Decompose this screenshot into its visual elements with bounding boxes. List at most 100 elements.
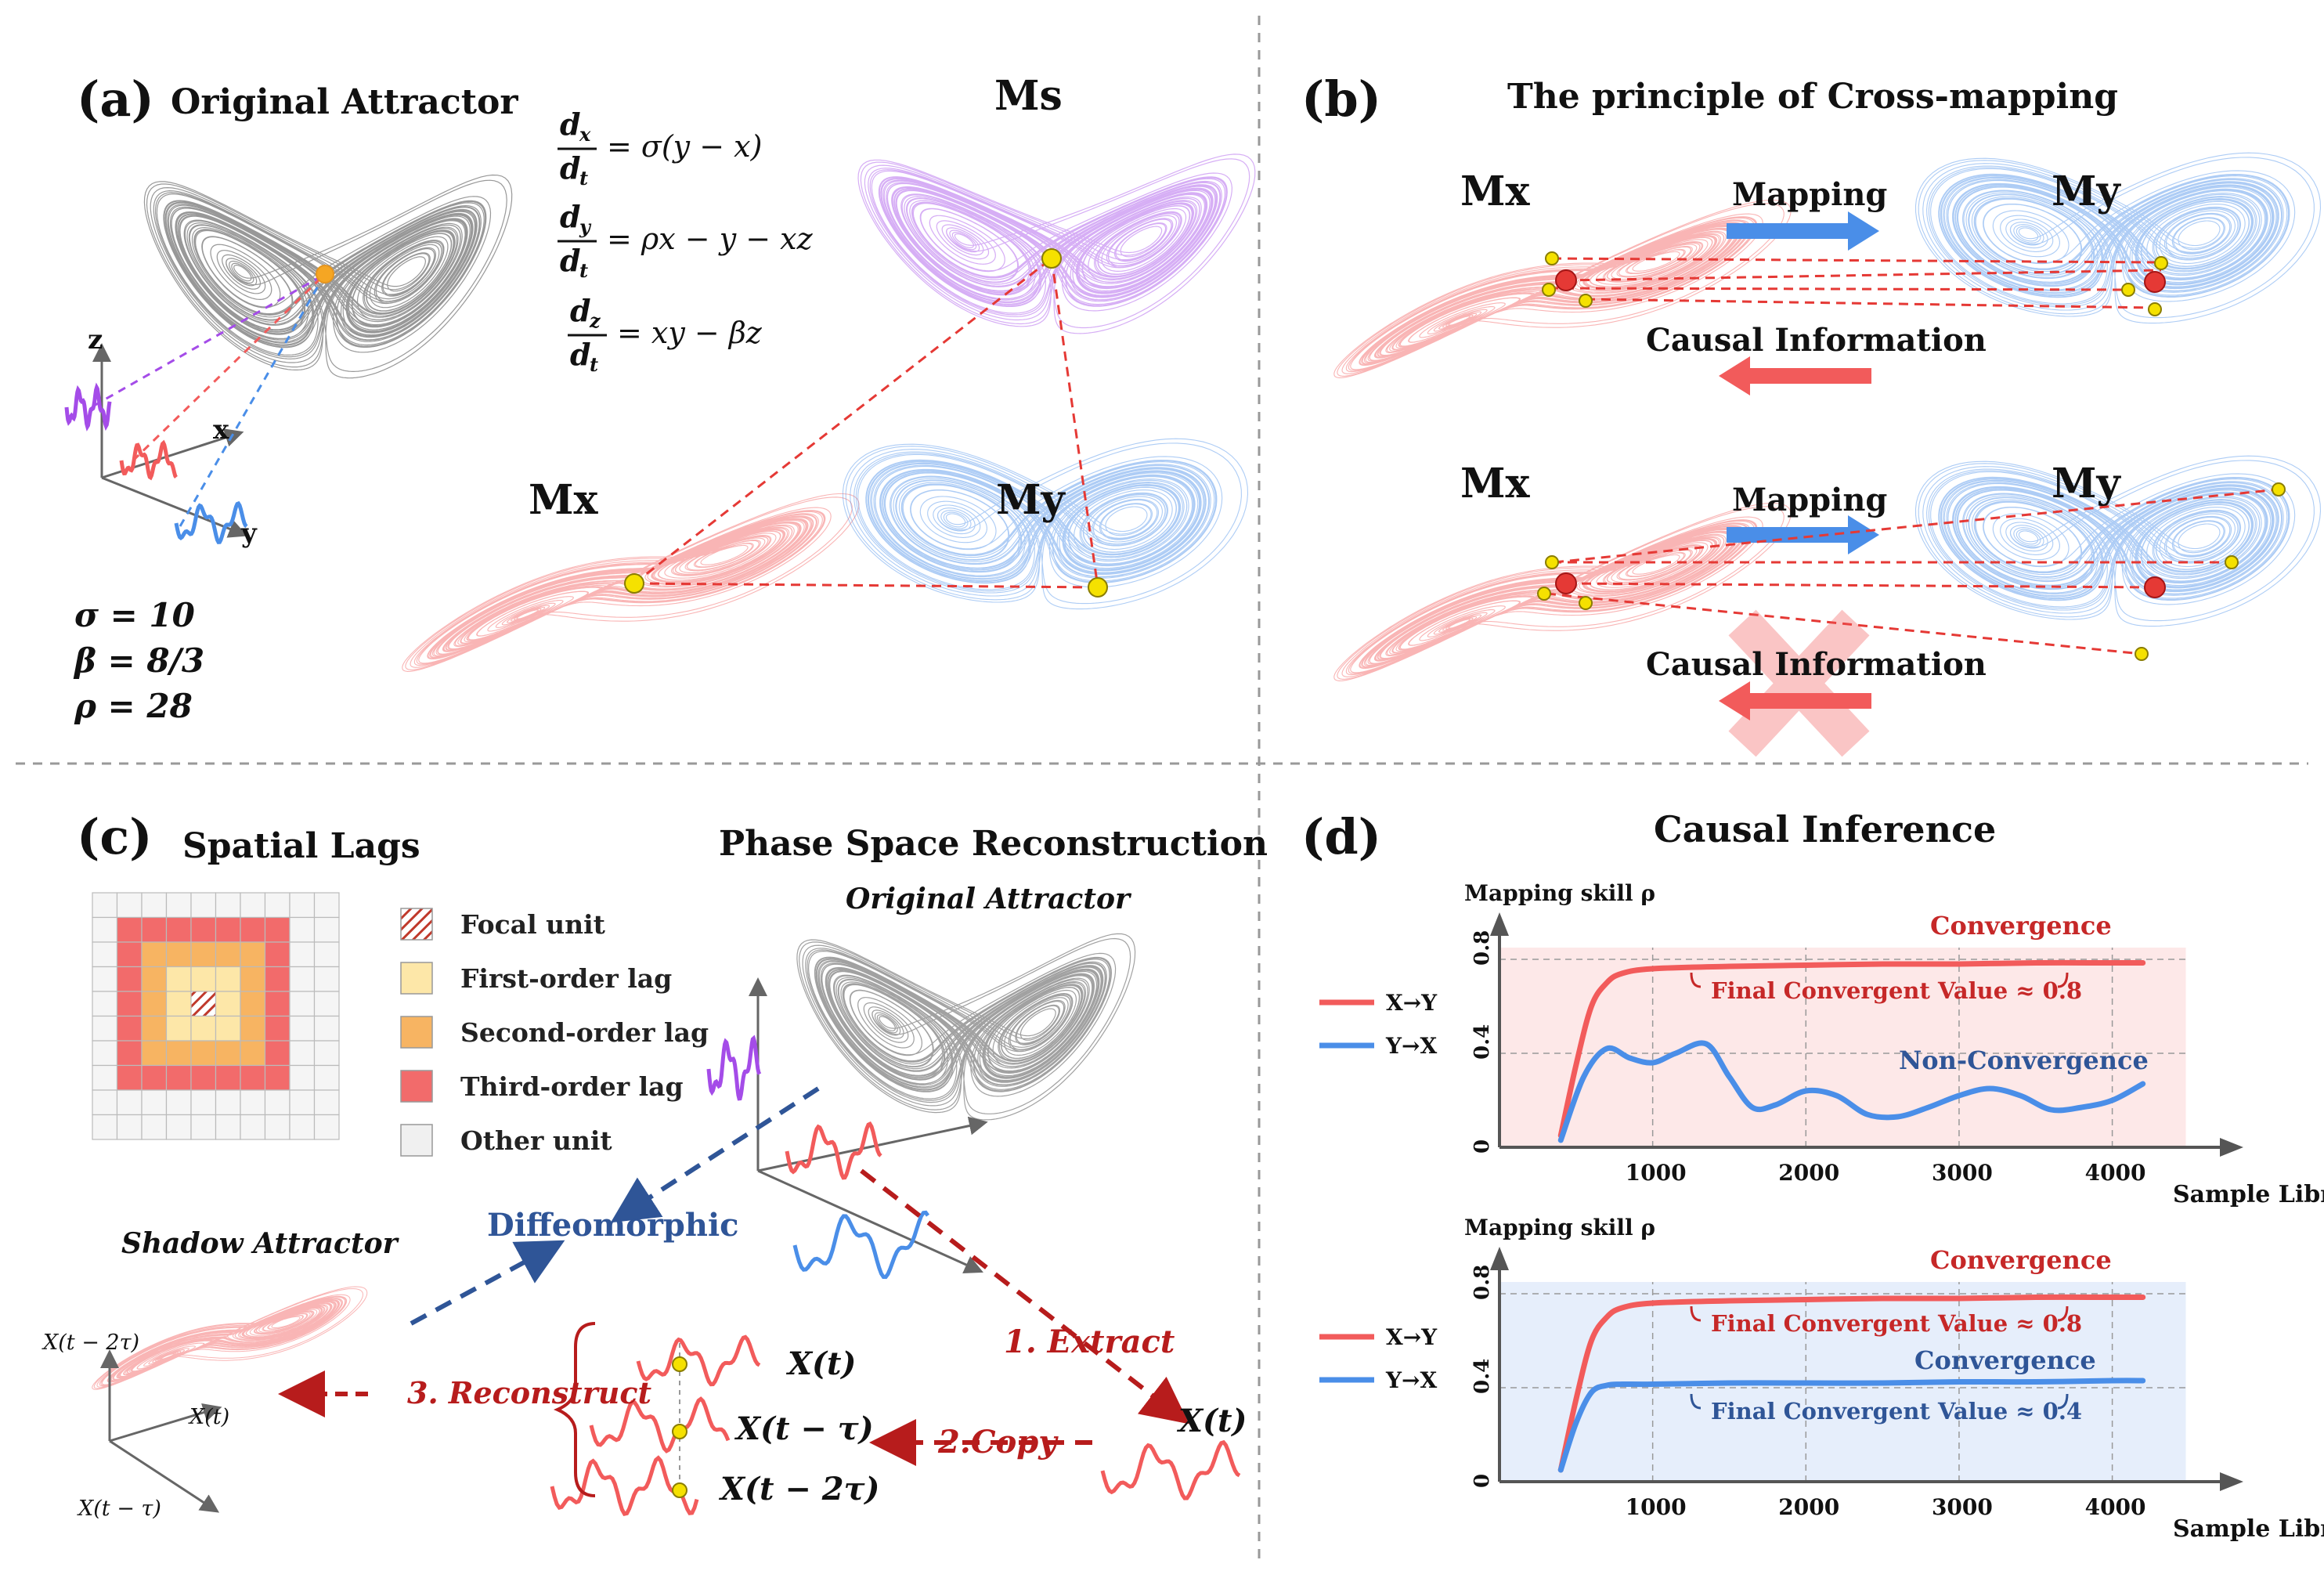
grid-cell [92, 1064, 118, 1091]
grid-cell [116, 916, 143, 943]
focal-point-my-bottom [2144, 576, 2166, 598]
parameters: σ = 10 β = 8/3 ρ = 28 [73, 596, 204, 725]
my-attractor-b-bottom [1914, 455, 2322, 627]
x-tick-label: 3000 [1932, 1494, 1993, 1520]
grid-cell [215, 1064, 241, 1091]
series-y-squiggle [174, 500, 248, 544]
mx-attractor-a [402, 493, 860, 672]
causal-label-bottom: Causal Information [1646, 646, 1987, 683]
grid-cell [116, 892, 143, 919]
grid-cell [190, 1015, 217, 1042]
legend-entry: X→Y [1386, 1324, 1438, 1350]
axes-3d-c [749, 977, 988, 1274]
chart-annotation: Final Convergent Value ≈ 0.4 [1711, 1398, 2082, 1425]
legend-swatch-other [400, 1124, 433, 1157]
reconstruct-brace [553, 1322, 596, 1497]
grid-cell [215, 916, 241, 943]
reconstruct-label: 3. Reconstruct [407, 1375, 652, 1410]
axis-x-label: x [213, 414, 229, 446]
grid-cell [141, 991, 168, 1017]
grid-cell [240, 1015, 266, 1042]
mapping-label-top: Mapping [1732, 176, 1887, 213]
shadow-attractor [92, 1286, 368, 1390]
original-attractor-label: Original Attractor [846, 883, 1132, 915]
grid-cell [116, 1089, 143, 1116]
grid-cell [141, 966, 168, 992]
grid-cell [190, 1089, 217, 1116]
grid-cell [289, 1040, 316, 1067]
point-ms [1041, 248, 1062, 269]
y-axis-arrow [1490, 912, 1509, 936]
y-axis-arrow [1490, 1247, 1509, 1270]
grid-cell [116, 1040, 143, 1067]
grid-cell [190, 1114, 217, 1140]
legend-swatch-second [400, 1016, 433, 1049]
chart-annotation: Non-Convergence [1899, 1045, 2149, 1075]
chart-annotation: Convergence [1930, 1245, 2112, 1275]
series-blue-c [792, 1210, 930, 1280]
grid-cell [240, 941, 266, 968]
panel-c: (c) Spatial Lags Phase Space Reconstruct… [42, 808, 1268, 1521]
grid-cell [215, 991, 241, 1017]
grid-cell [165, 1064, 192, 1091]
equation-dy: d y d t = ρx − y − xz [558, 199, 814, 282]
grid-cell [289, 1089, 316, 1116]
x-tick-label: 2000 [1778, 1160, 1839, 1186]
focal-point-mx-top [1555, 269, 1577, 291]
diffeo-arrow-lower [410, 1240, 565, 1326]
legend-swatch-focal [400, 908, 433, 941]
my-attractor-a [842, 438, 1249, 610]
annotation-bracket-left [1690, 972, 1702, 988]
series-red-c [785, 1121, 882, 1180]
svg-text:t: t [579, 167, 588, 190]
my-label-a: My [996, 476, 1066, 524]
y-tick-label: 0.8 [1471, 930, 1494, 966]
x-axis-arrow [2220, 1472, 2243, 1491]
link-mx-ms [633, 257, 1052, 585]
grid-cell [92, 916, 118, 943]
grid-cell [165, 941, 192, 968]
xt-series-right [1100, 1439, 1241, 1500]
y-tick-label: 0.4 [1471, 1359, 1494, 1394]
legend-label-first: First-order lag [460, 963, 672, 994]
grid-cell [313, 941, 340, 968]
chart-annotation: Final Convergent Value ≈ 0.8 [1711, 1310, 2082, 1337]
grid-cell [289, 916, 316, 943]
grid-cell [313, 1040, 340, 1067]
delay-series-1 [589, 1396, 731, 1453]
focal-point-mx-bottom [1555, 572, 1577, 594]
series-line-xy [1557, 1294, 2146, 1473]
grid-cell [141, 1114, 168, 1140]
grid-cell [240, 1089, 266, 1116]
x-axis-label: Sample Library [2173, 1181, 2324, 1208]
legend-entry: Y→X [1385, 1367, 1437, 1393]
ms-attractor [857, 153, 1256, 334]
extract-arrow [860, 1168, 1189, 1425]
spatial-lags-title: Spatial Lags [182, 826, 420, 866]
proj-x-line [132, 273, 327, 462]
grid-cell [141, 1064, 168, 1091]
grid-cell [92, 1114, 118, 1140]
y-axis-label: Mapping skill ρ [1464, 880, 1655, 906]
equation-dx: d x d t = σ(y − x) [558, 107, 762, 190]
grid-cell [264, 1089, 290, 1116]
grid-cell [165, 892, 192, 919]
shadow-axis-z: X(t − 2τ) [42, 1331, 139, 1355]
grid-cell [289, 941, 316, 968]
grid-cell [190, 1040, 217, 1067]
grid-cell [92, 1089, 118, 1116]
legend-label-other: Other unit [460, 1125, 612, 1156]
grid-cell [240, 991, 266, 1017]
grid-cell [289, 1015, 316, 1042]
grid-cell [240, 916, 266, 943]
grid-cell [240, 1064, 266, 1091]
grid-cell [264, 991, 290, 1017]
original-attractor-c [796, 933, 1136, 1121]
x-tick-label: 4000 [2085, 1160, 2146, 1186]
no-causal-cross [1728, 609, 1870, 757]
annotation-bracket-right [2057, 972, 2069, 988]
point-mx [624, 573, 644, 594]
